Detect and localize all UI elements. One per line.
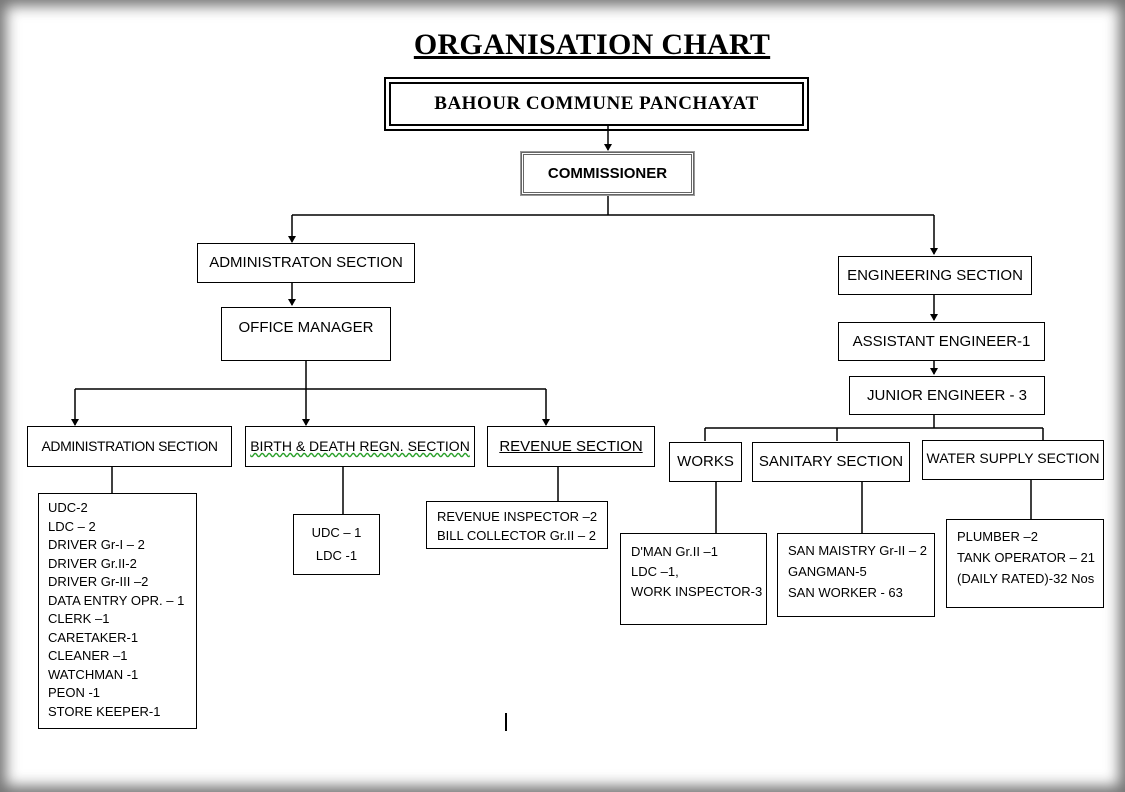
list-item: TANK OPERATOR – 21 — [957, 550, 1095, 565]
administration-section-node: ADMINISTRATON SECTION — [197, 243, 415, 283]
list-item: DRIVER Gr-I – 2 — [48, 537, 145, 552]
commissioner-node: COMMISSIONER — [521, 152, 694, 195]
list-item: LDC – 2 — [48, 518, 96, 534]
assistant-engineer-label: ASSISTANT ENGINEER-1 — [852, 332, 1031, 350]
revenue-section-label: REVENUE SECTION — [499, 437, 643, 455]
list-item: STORE KEEPER-1 — [48, 703, 161, 719]
engineering-section-node: ENGINEERING SECTION — [838, 256, 1032, 295]
list-item: UDC-2 — [48, 500, 88, 515]
sanitary-staff-list: SAN MAISTRY Gr-II – 2 GANGMAN-5 SAN WORK… — [777, 533, 935, 617]
list-item: CLERK –1 — [48, 611, 110, 626]
birth-death-section-label: BIRTH & DEATH REGN. SECTION — [250, 438, 470, 455]
list-item: CLEANER –1 — [48, 648, 128, 663]
list-item: BILL COLLECTOR Gr.II – 2 — [437, 527, 596, 543]
assistant-engineer-node: ASSISTANT ENGINEER-1 — [838, 322, 1045, 361]
office-manager-node: OFFICE MANAGER — [221, 307, 391, 361]
water-supply-section-label: WATER SUPPLY SECTION — [926, 450, 1100, 466]
works-label: WORKS — [677, 453, 734, 470]
works-node: WORKS — [669, 442, 742, 482]
sanitary-section-node: SANITARY SECTION — [752, 442, 910, 482]
list-item: SAN MAISTRY Gr-II – 2 — [788, 543, 927, 558]
list-item: WORK INSPECTOR-3 — [631, 584, 763, 599]
list-item: DRIVER Gr.II-2 — [48, 555, 137, 571]
list-item: UDC – 1 — [311, 525, 362, 540]
list-item: PEON -1 — [48, 685, 101, 700]
administration-section-label: ADMINISTRATON SECTION — [209, 254, 403, 271]
list-item: DRIVER Gr-III –2 — [48, 574, 149, 589]
chart-title: ORGANISATION CHART — [413, 28, 771, 61]
water-supply-section-node: WATER SUPPLY SECTION — [922, 440, 1104, 480]
list-item: SAN WORKER - 63 — [788, 585, 903, 600]
list-item: PLUMBER –2 — [957, 529, 1038, 544]
list-item: REVENUE INSPECTOR –2 — [437, 509, 598, 524]
birth-death-staff-list: UDC – 1 LDC -1 — [293, 514, 380, 575]
list-item: GANGMAN-5 — [788, 564, 867, 579]
sanitary-section-label: SANITARY SECTION — [758, 453, 904, 470]
text-cursor — [505, 713, 507, 731]
office-manager-label: OFFICE MANAGER — [238, 319, 374, 336]
engineering-section-label: ENGINEERING SECTION — [847, 266, 1023, 284]
admin-subsection-label: ADMINISTRATION SECTION — [41, 438, 218, 455]
admin-subsection-node: ADMINISTRATION SECTION — [27, 426, 232, 467]
junior-engineer-label: JUNIOR ENGINEER - 3 — [866, 386, 1028, 404]
water-supply-staff-list: PLUMBER –2 TANK OPERATOR – 21 (DAILY RAT… — [946, 519, 1104, 608]
list-item: LDC –1, — [631, 564, 679, 579]
revenue-section-node: REVENUE SECTION — [487, 426, 655, 467]
junior-engineer-node: JUNIOR ENGINEER - 3 — [849, 376, 1045, 415]
revenue-staff-list: REVENUE INSPECTOR –2 BILL COLLECTOR Gr.I… — [426, 501, 608, 549]
commissioner-label: COMMISSIONER — [547, 164, 668, 182]
list-item: DATA ENTRY OPR. – 1 — [48, 592, 185, 608]
root-node: BAHOUR COMMUNE PANCHAYAT — [384, 77, 809, 131]
birth-death-section-node: BIRTH & DEATH REGN. SECTION — [245, 426, 475, 467]
works-staff-list: D'MAN Gr.II –1 LDC –1, WORK INSPECTOR-3 — [620, 533, 767, 625]
list-item: (DAILY RATED)-32 Nos — [957, 571, 1095, 586]
list-item: CARETAKER-1 — [48, 629, 139, 645]
root-label: BAHOUR COMMUNE PANCHAYAT — [434, 92, 759, 114]
admin-staff-list: UDC-2 LDC – 2 DRIVER Gr-I – 2 DRIVER Gr.… — [38, 493, 197, 729]
list-item: D'MAN Gr.II –1 — [631, 544, 719, 559]
list-item: WATCHMAN -1 — [48, 666, 139, 682]
list-item: LDC -1 — [315, 548, 358, 563]
